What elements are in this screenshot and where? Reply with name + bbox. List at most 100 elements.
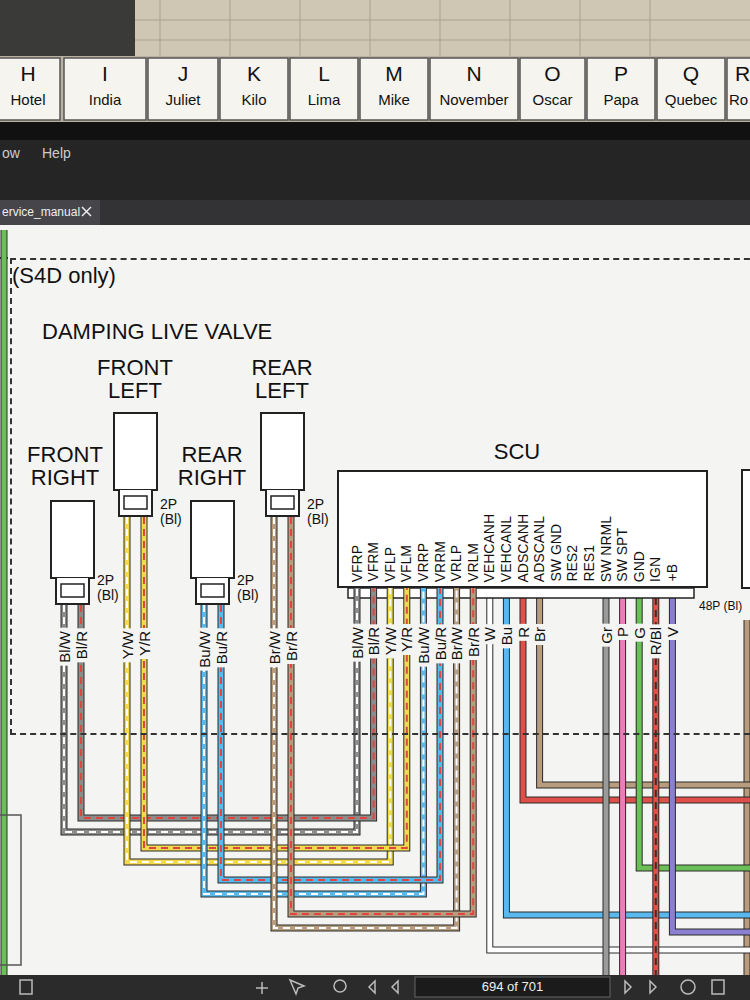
connector-spec: 2P (Bl) <box>97 573 127 604</box>
wire-color-code: Br/W <box>449 624 464 663</box>
wire-color-code: Gr <box>599 624 614 647</box>
component-outline <box>0 815 21 965</box>
valve-name: REAR LEFT <box>237 356 327 402</box>
wire-stroke <box>291 517 473 914</box>
connector-spec: 2P (Bl) <box>307 497 337 528</box>
tab-word: Ro <box>729 92 748 109</box>
component-outline <box>742 470 750 588</box>
wire-color-code: Bu/W <box>197 628 212 671</box>
tab-word: Quebec <box>657 92 725 109</box>
connector-latch <box>271 496 294 509</box>
valve-name: FRONT RIGHT <box>20 443 110 489</box>
menu-bar <box>0 140 750 200</box>
page-box <box>415 977 610 997</box>
wire <box>291 517 473 914</box>
wire-color-code: Bl/R <box>74 628 89 662</box>
wire-stroke <box>274 517 457 928</box>
wire-color-code: Y/W <box>383 624 398 658</box>
tab-letter: I <box>64 62 146 85</box>
valve-connector: FRONT LEFT2P (Bl) <box>113 412 158 517</box>
connector-latch <box>266 490 299 516</box>
connector-body <box>191 501 234 578</box>
tab-letter: P <box>587 62 655 85</box>
tab-word: Lima <box>290 92 358 109</box>
pin-name: SW NRML <box>599 516 614 582</box>
tab-word: November <box>430 92 518 109</box>
valve-name: FRONT LEFT <box>90 356 180 402</box>
tab-letter: K <box>220 62 288 85</box>
connector-spec: 48P (Bl) <box>699 600 742 613</box>
pin-name: SW SPT <box>615 528 630 582</box>
pin-name: VRRP <box>416 543 431 582</box>
wire-color-code: Y/R <box>399 624 414 655</box>
wire-stroke <box>274 517 457 928</box>
wire-color-code: Y/R <box>137 628 152 659</box>
wire-stroke <box>64 588 357 832</box>
page-counter: 694 of 701 <box>418 980 608 994</box>
menu-item: ow <box>2 146 20 161</box>
connector-latch <box>119 490 152 516</box>
connector-outline <box>50 500 95 605</box>
connector-outline <box>190 500 235 605</box>
tab-word: Oscar <box>520 92 585 109</box>
pin-name: VEHCANH <box>482 514 497 582</box>
wire-color-code: Bu/R <box>214 628 229 667</box>
connector-body <box>261 413 304 490</box>
pin-name: SW GND <box>549 524 564 582</box>
region-note: (S4D only) <box>12 264 212 288</box>
wire <box>64 588 357 832</box>
valve-connector: REAR LEFT2P (Bl) <box>260 412 305 517</box>
wire-color-code: Br/R <box>466 624 481 660</box>
tab-letter: N <box>430 62 518 85</box>
connector-latch <box>61 584 84 597</box>
pin-name: VFRM <box>366 542 381 582</box>
wire-color-code: Bl/W <box>350 624 365 662</box>
pin-name: ADSCANH <box>516 514 531 582</box>
connector-body <box>114 413 157 490</box>
pin-name: GND <box>632 551 647 582</box>
wire-color-code: G <box>632 624 647 642</box>
pin-name: VRLM <box>466 543 481 582</box>
pin-name: +B <box>665 564 680 582</box>
index-tabs <box>0 58 750 120</box>
wire <box>274 517 457 928</box>
pin-name: RES1 <box>582 545 597 582</box>
pin-name: VRRM <box>433 541 448 582</box>
wire-stroke <box>127 517 390 862</box>
tab-bar <box>0 200 750 225</box>
unit-name: SCU <box>467 440 567 464</box>
ruler-grid <box>0 0 750 56</box>
wire-color-code: R <box>516 624 531 641</box>
wire-stroke <box>127 517 390 862</box>
pin-name: VFLP <box>383 547 398 582</box>
valve-connector: FRONT RIGHT2P (Bl) <box>50 500 95 605</box>
tab-letter: L <box>290 62 358 85</box>
tab-letter: O <box>520 62 585 85</box>
connector-spec: 2P (Bl) <box>160 497 188 528</box>
pin-name: VFLM <box>399 545 414 582</box>
scu-wires <box>490 598 750 975</box>
connector-latch <box>196 578 229 604</box>
wire-color-code: R/Bl <box>648 624 663 658</box>
connector-strip <box>348 588 694 598</box>
pin-name: RES2 <box>565 545 580 582</box>
wire-stroke <box>204 588 423 894</box>
wire-stroke <box>127 517 390 862</box>
tab-letter: H <box>0 62 60 85</box>
menu-item: Help <box>42 146 71 161</box>
tab-letter: Q <box>657 62 725 85</box>
pin-name: VRLP <box>449 545 464 582</box>
connector-latch <box>124 496 147 509</box>
tab-word: Kilo <box>220 92 288 109</box>
connector-latch <box>56 578 89 604</box>
pin-name: VEHCANL <box>499 516 514 582</box>
wire-stroke <box>64 588 357 832</box>
connector-spec: 2P (Bl) <box>237 573 267 604</box>
monitor-shadow <box>0 0 135 56</box>
wire-stroke <box>274 517 457 928</box>
wire-color-code: Bl/R <box>366 624 381 658</box>
tab-strip <box>0 56 750 122</box>
wire-color-code: Bl/W <box>57 628 72 666</box>
document-tab <box>0 200 100 225</box>
